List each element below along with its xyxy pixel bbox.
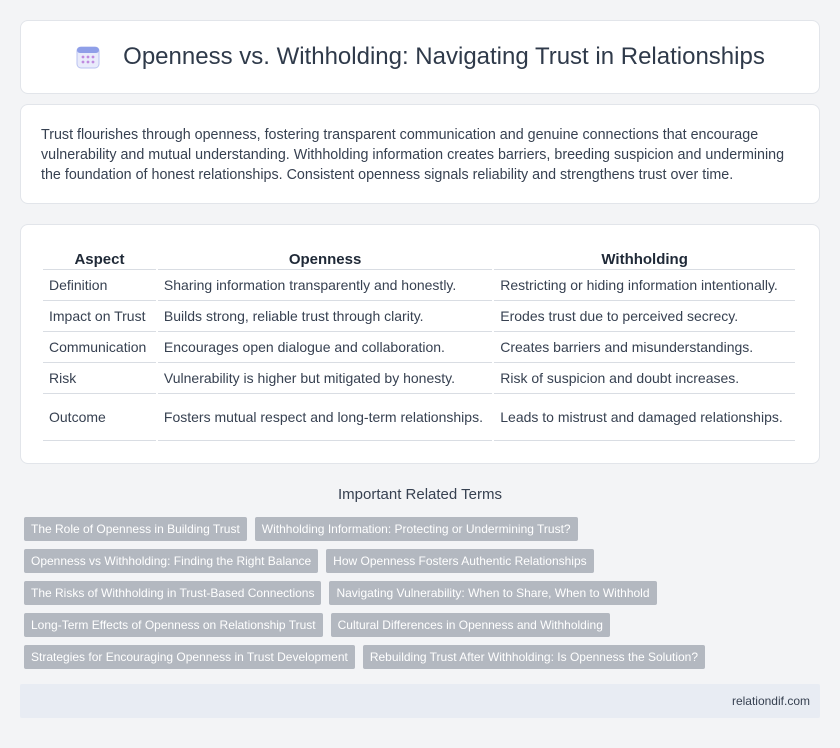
intro-text: Trust flourishes through openness, foste… <box>41 127 785 183</box>
footer-site-link[interactable]: relationdif.com <box>731 694 810 708</box>
related-terms-list: The Role of Openness in Building Trust W… <box>24 517 820 677</box>
cell-withholding: Risk of suspicion and doubt increases. <box>494 362 795 393</box>
cell-openness: Builds strong, reliable trust through cl… <box>157 300 493 331</box>
tag-row: Long-Term Effects of Openness on Relatio… <box>24 613 820 637</box>
table-row: Risk Vulnerability is higher but mitigat… <box>43 362 795 393</box>
tag-row: The Role of Openness in Building Trust W… <box>24 517 820 541</box>
cell-aspect: Communication <box>43 331 156 362</box>
cell-aspect: Impact on Trust <box>43 300 156 331</box>
related-terms-heading: Important Related Terms <box>338 486 502 503</box>
footer: relationdif.com <box>20 684 820 718</box>
cell-withholding: Creates barriers and misunderstandings. <box>494 331 795 362</box>
related-term-tag[interactable]: Cultural Differences in Openness and Wit… <box>330 613 610 637</box>
cell-aspect: Risk <box>43 362 156 393</box>
related-term-tag[interactable]: The Role of Openness in Building Trust <box>24 517 247 541</box>
table-row: Communication Encourages open dialogue a… <box>43 331 795 362</box>
table-row: Impact on Trust Builds strong, reliable … <box>43 300 795 331</box>
tag-row: Openness vs Withholding: Finding the Rig… <box>24 549 820 573</box>
title-card: Openness vs. Withholding: Navigating Tru… <box>20 20 820 94</box>
header-withholding: Withholding <box>601 250 688 268</box>
related-term-tag[interactable]: Strategies for Encouraging Openness in T… <box>24 645 355 669</box>
table-header-row: Aspect Openness Withholding <box>43 247 795 269</box>
cell-aspect: Outcome <box>43 393 156 441</box>
cell-withholding: Restricting or hiding information intent… <box>494 269 795 300</box>
cell-aspect: Definition <box>43 269 156 300</box>
related-term-tag[interactable]: How Openness Fosters Authentic Relations… <box>326 549 594 573</box>
cell-openness: Sharing information transparently and ho… <box>157 269 493 300</box>
related-term-tag[interactable]: Long-Term Effects of Openness on Relatio… <box>24 613 323 637</box>
cell-withholding: Leads to mistrust and damaged relationsh… <box>494 393 795 441</box>
tag-row: Strategies for Encouraging Openness in T… <box>24 645 820 669</box>
related-term-tag[interactable]: Openness vs Withholding: Finding the Rig… <box>24 549 319 573</box>
table-row: Definition Sharing information transpare… <box>43 269 795 300</box>
comparison-table: Aspect Openness Withholding Definition S… <box>41 247 797 441</box>
calendar-icon <box>76 46 100 69</box>
comparison-card: Aspect Openness Withholding Definition S… <box>20 224 820 464</box>
header-openness: Openness <box>288 250 362 268</box>
header-aspect: Aspect <box>74 250 125 268</box>
intro-card: Trust flourishes through openness, foste… <box>20 104 820 204</box>
table-row: Outcome Fosters mutual respect and long-… <box>43 393 795 441</box>
related-term-tag[interactable]: Navigating Vulnerability: When to Share,… <box>329 581 657 605</box>
related-term-tag[interactable]: Withholding Information: Protecting or U… <box>254 517 578 541</box>
cell-withholding: Erodes trust due to perceived secrecy. <box>494 300 795 331</box>
related-term-tag[interactable]: Rebuilding Trust After Withholding: Is O… <box>362 645 706 669</box>
cell-openness: Fosters mutual respect and long-term rel… <box>157 393 493 441</box>
cell-openness: Encourages open dialogue and collaborati… <box>157 331 493 362</box>
tag-row: The Risks of Withholding in Trust-Based … <box>24 581 820 605</box>
page-title: Openness vs. Withholding: Navigating Tru… <box>123 43 765 70</box>
related-term-tag[interactable]: The Risks of Withholding in Trust-Based … <box>24 581 322 605</box>
cell-openness: Vulnerability is higher but mitigated by… <box>157 362 493 393</box>
